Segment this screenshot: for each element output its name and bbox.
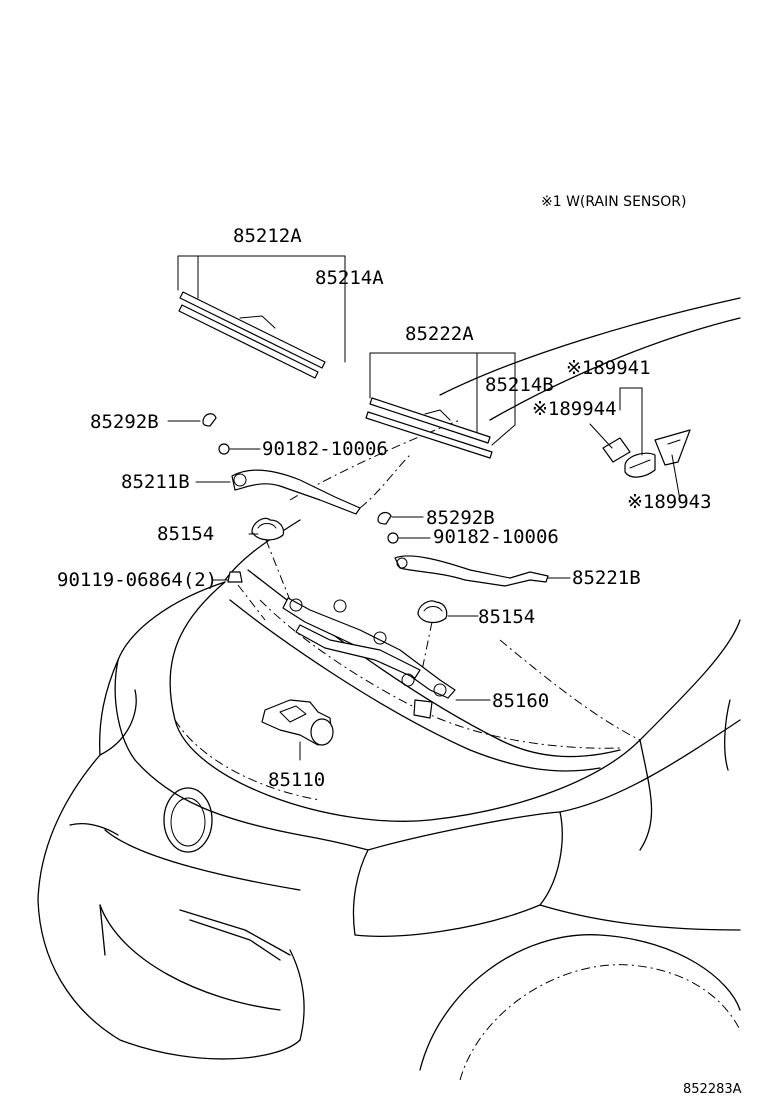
label-85154-left: 85154 <box>157 523 214 545</box>
label-85214A: 85214A <box>315 267 384 289</box>
wiper-link-85160 <box>282 597 491 719</box>
bolt-90119 <box>211 571 266 621</box>
label-90182-left: 90182-10006 <box>262 438 388 460</box>
label-89943: ※189943 <box>627 491 712 513</box>
cap-85292B-left <box>167 413 217 427</box>
rain-sensor-parts <box>589 387 691 501</box>
label-85221B: 85221B <box>572 567 641 589</box>
label-89944: ※189944 <box>532 398 617 420</box>
cap-85292B-right <box>377 511 424 525</box>
label-89941: ※189941 <box>566 357 651 379</box>
label-85212A: 85212A <box>233 225 302 247</box>
vehicle-body-outline <box>37 297 741 1081</box>
label-85292B-right: 85292B <box>426 507 495 529</box>
wiper-motor-85110 <box>261 699 334 761</box>
label-85110: 85110 <box>268 769 325 791</box>
wiper-arm-right <box>394 555 571 587</box>
label-85211B: 85211B <box>121 471 190 493</box>
wiper-blade-right <box>365 397 493 459</box>
nut-90182-right <box>387 532 431 544</box>
leader-85222A <box>369 352 516 446</box>
label-85214B: 85214B <box>485 374 554 396</box>
label-90119: 90119-06864(2) <box>57 569 217 591</box>
wiper-arm-left <box>195 454 411 515</box>
nut-90182-left <box>218 443 261 455</box>
rain-sensor-note: ※1 W(RAIN SENSOR) <box>541 194 686 210</box>
label-90182-right: 90182-10006 <box>433 526 559 548</box>
wiper-blade-left <box>178 291 326 379</box>
pivot-cap-85154-left <box>251 517 291 601</box>
label-85292B-left: 85292B <box>90 411 159 433</box>
label-85222A: 85222A <box>405 323 474 345</box>
leader-85212A <box>177 255 346 363</box>
label-85160: 85160 <box>492 690 549 712</box>
pivot-cap-85154-right <box>417 600 479 681</box>
diagram-id: 852283A <box>683 1082 742 1097</box>
label-85154-right: 85154 <box>478 606 535 628</box>
